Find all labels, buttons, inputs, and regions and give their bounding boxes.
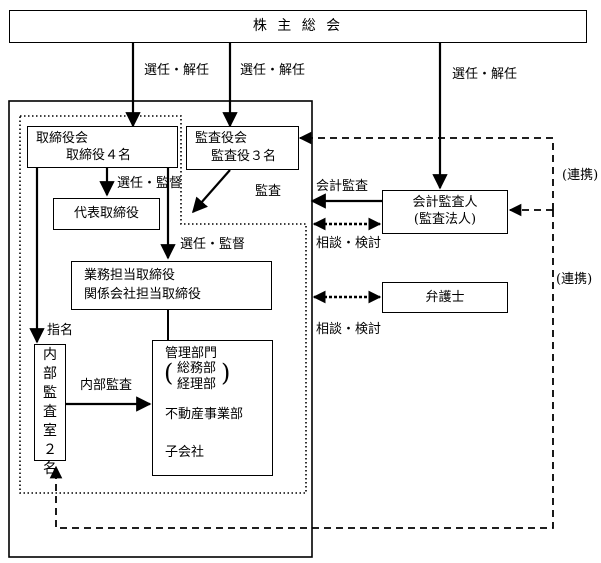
- management-dept: 管理部門: [165, 346, 218, 361]
- label-coordination-upper: (連携): [562, 168, 599, 183]
- accounting-auditor-firm: (監査法人): [413, 212, 477, 227]
- management-box: 管理部門 ( 総務部 経理部 ) 不動産事業部 子会社: [152, 340, 273, 476]
- lawyer-label: 弁護士: [425, 290, 465, 305]
- label-appoint-dismiss-auditors: 選任・解任: [240, 63, 306, 78]
- board-of-directors-box: 取締役会 取締役４名: [27, 126, 178, 168]
- board-members: 取締役４名: [66, 148, 132, 163]
- lawyer-box: 弁護士: [382, 282, 508, 313]
- real-estate-division: 不動産事業部: [165, 407, 244, 422]
- label-appoint-dismiss-accounting: 選任・解任: [452, 67, 518, 82]
- subsidiaries-label: 子会社: [165, 445, 205, 460]
- business-directors-line2: 関係会社担当取締役: [84, 287, 202, 302]
- board-title: 取締役会: [36, 131, 89, 146]
- representative-director-box: 代表取締役: [53, 198, 160, 230]
- label-audit: 監査: [255, 184, 282, 199]
- representative-director-label: 代表取締役: [73, 206, 139, 221]
- internal-audit-office-box: 内部監査室２名: [34, 344, 66, 477]
- accounting-auditor-title: 会計監査人: [412, 195, 478, 210]
- management-paren-close: ): [221, 359, 231, 387]
- company-frame: [8, 100, 313, 558]
- business-directors-line1: 業務担当取締役: [84, 268, 176, 283]
- management-paren-open: (: [164, 359, 174, 387]
- auditors-title: 監査役会: [195, 131, 248, 146]
- label-appoint-supervise-business: 選任・監督: [180, 237, 246, 252]
- label-internal-audit: 内部監査: [80, 378, 133, 393]
- auditors-members: 監査役３名: [211, 149, 277, 164]
- label-designation: 指名: [47, 323, 74, 338]
- label-consult-review-lawyer: 相談・検討: [316, 322, 382, 337]
- label-appoint-dismiss-board: 選任・解任: [144, 63, 210, 78]
- label-accounting-audit: 会計監査: [316, 179, 369, 194]
- management-general-affairs: 総務部: [177, 361, 217, 376]
- dotted-frame: [19, 115, 307, 494]
- internal-audit-office-label: 内部監査室２名: [43, 347, 57, 477]
- shareholders-meeting-box: 株 主 総 会: [9, 10, 587, 43]
- business-directors-box: 業務担当取締役 関係会社担当取締役: [71, 261, 272, 310]
- management-accounting: 経理部: [177, 377, 217, 392]
- label-consult-review-accounting: 相談・検討: [316, 236, 382, 251]
- accounting-auditor-box: 会計監査人 (監査法人): [382, 190, 508, 234]
- board-of-auditors-box: 監査役会 監査役３名: [186, 126, 299, 170]
- shareholders-meeting-label: 株 主 総 会: [252, 18, 344, 34]
- label-coordination-lower: (連携): [556, 272, 593, 287]
- label-appoint-supervise-rep: 選任・監督: [117, 176, 183, 191]
